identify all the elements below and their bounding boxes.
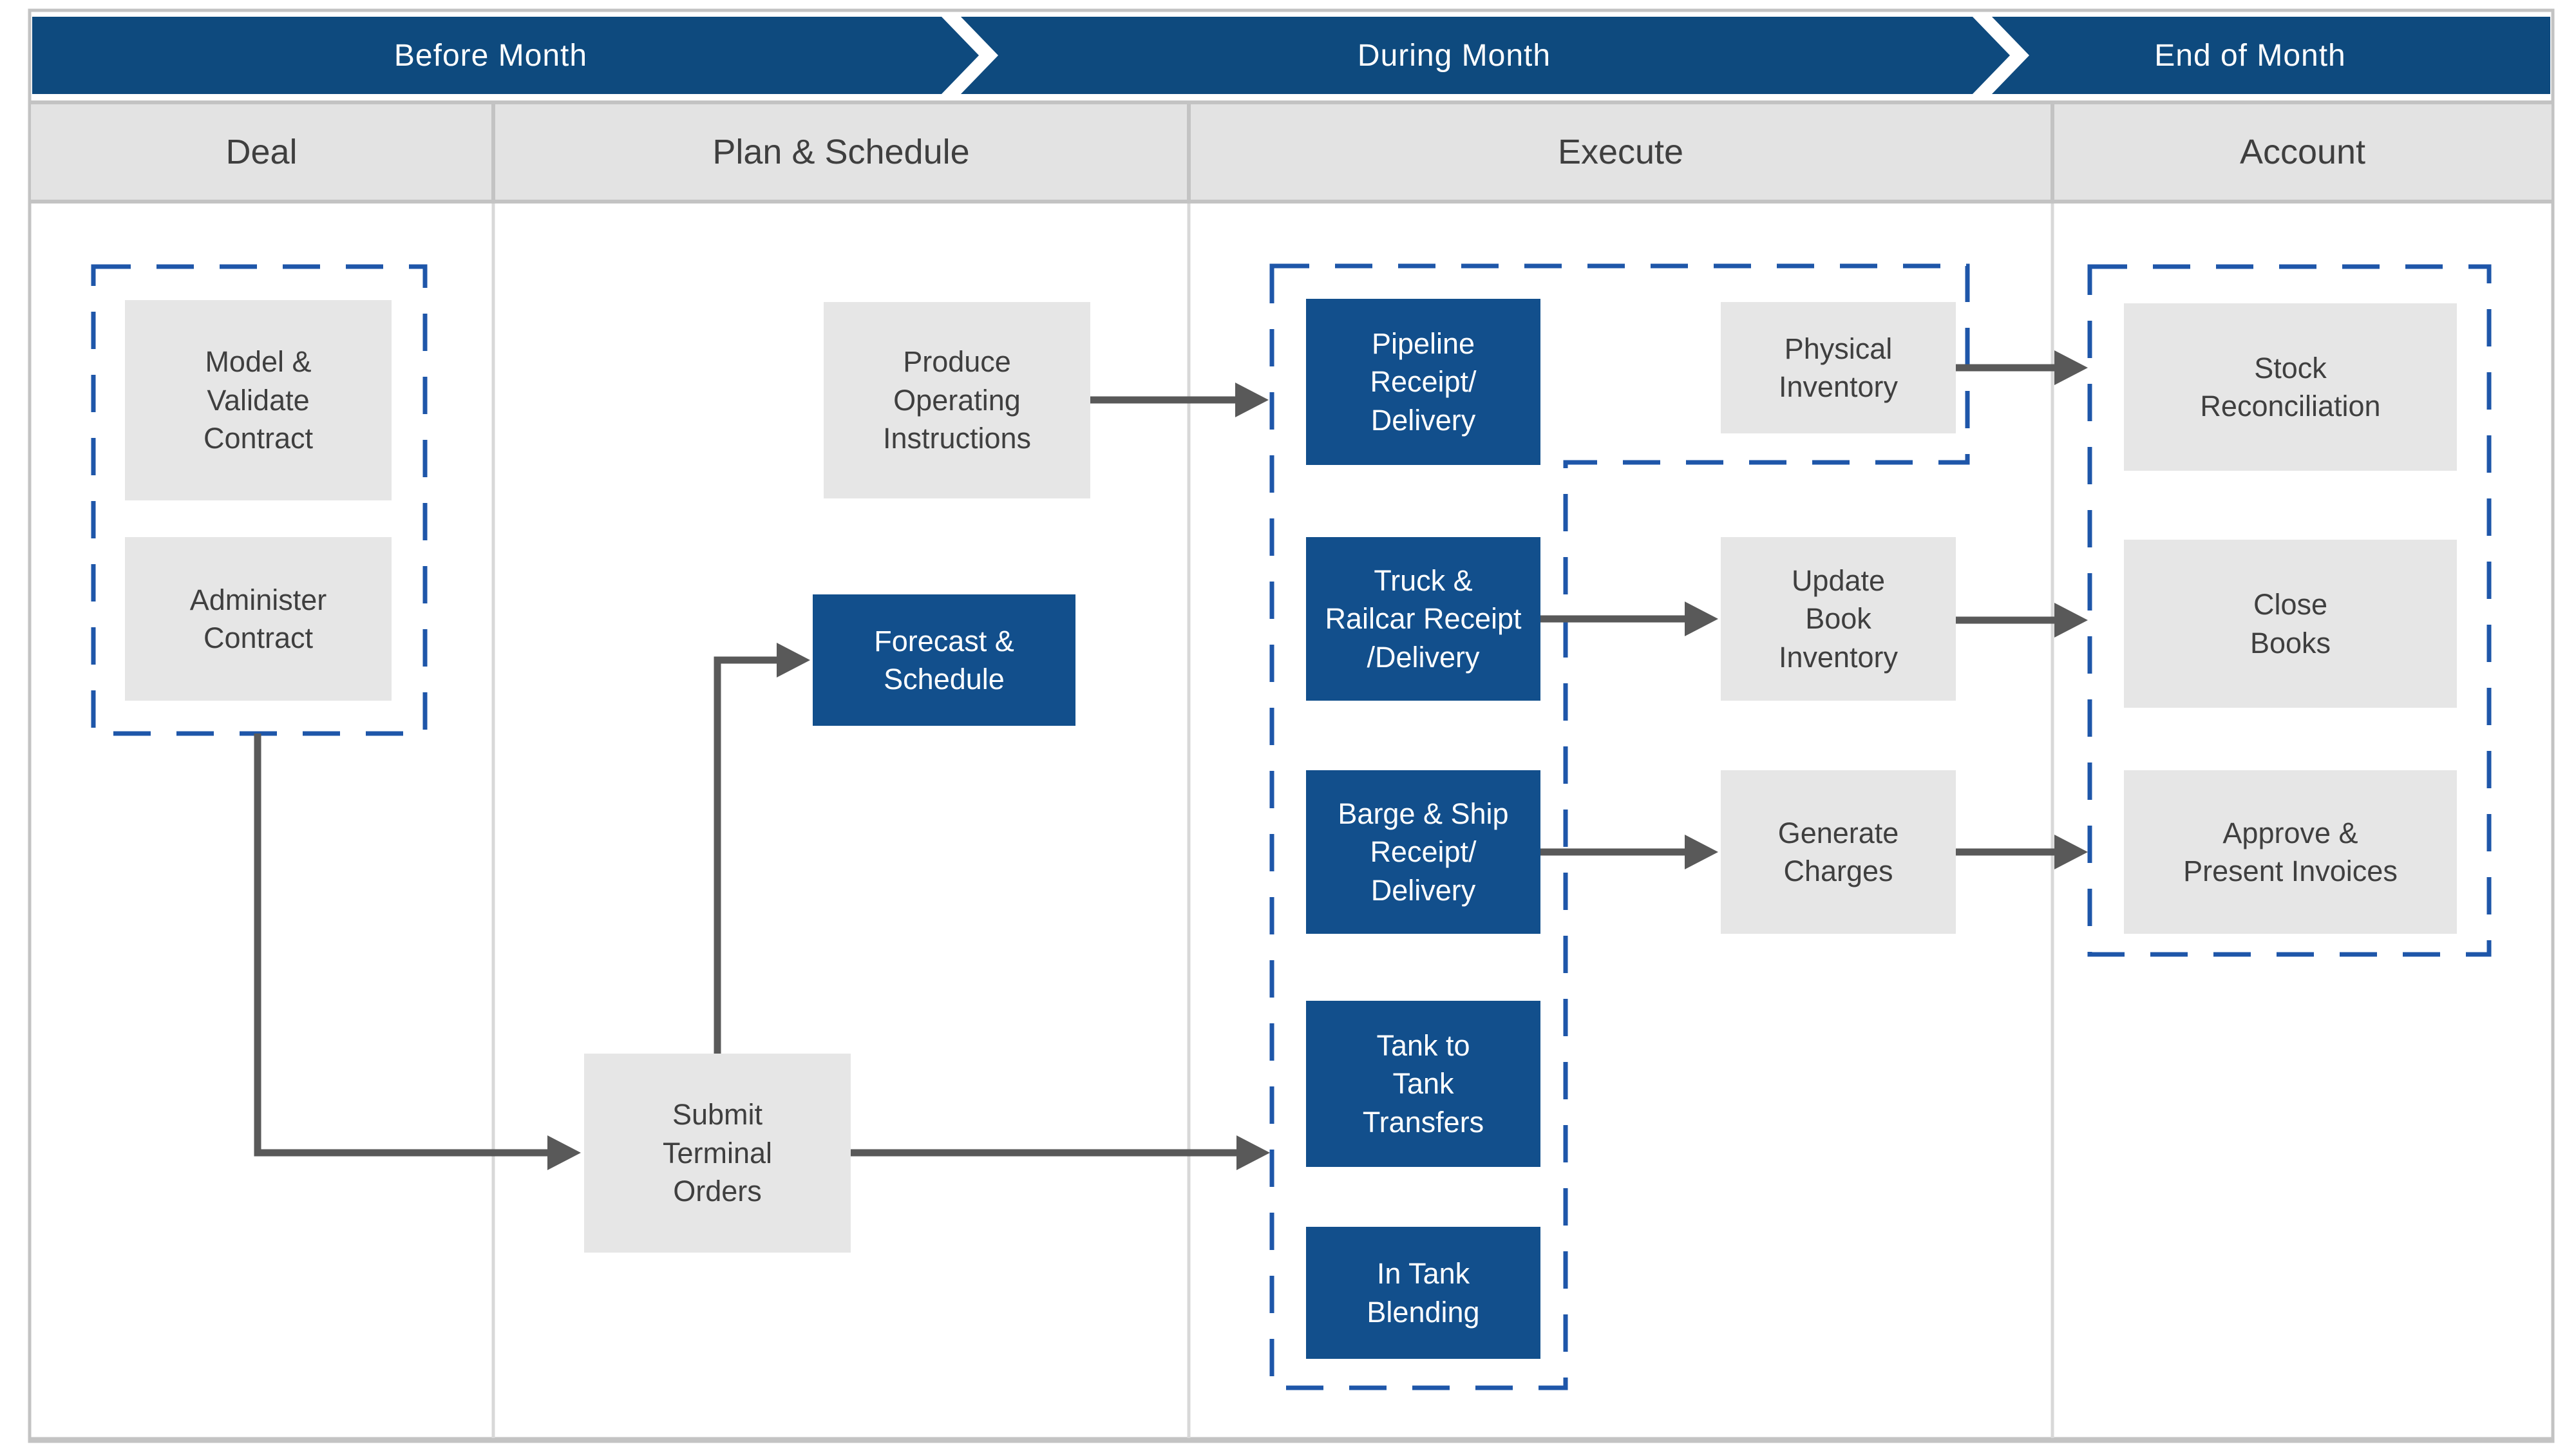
column-header-execute: Execute	[1191, 104, 2050, 200]
arrow-deal-to-submit	[254, 734, 581, 1170]
account-group-outline	[2087, 264, 2492, 957]
execute-group-outline	[1269, 263, 1970, 1390]
phase-segment-end-of-month	[1992, 17, 2550, 94]
box-generate-charges: Generate Charges	[1721, 770, 1956, 934]
phase-banner	[32, 17, 2550, 94]
box-close-books: Close Books	[2124, 540, 2457, 708]
box-tank-to-tank-transfers: Tank to Tank Transfers	[1306, 1001, 1540, 1167]
box-truck-railcar-receipt-delivery: Truck & Railcar Receipt /Delivery	[1306, 537, 1540, 701]
box-administer-contract: Administer Contract	[125, 537, 392, 701]
box-approve-present-invoices: Approve & Present Invoices	[2124, 770, 2457, 934]
box-produce-operating-instructions: Produce Operating Instructions	[824, 302, 1090, 498]
column-header-plan-schedule: Plan & Schedule	[495, 104, 1187, 200]
box-forecast-schedule: Forecast & Schedule	[813, 594, 1075, 726]
column-header-deal: Deal	[32, 104, 491, 200]
outer-border	[28, 8, 2555, 1443]
arrow-update-book-to-close-books	[1956, 603, 2088, 638]
arrow-submit-to-forecast	[714, 643, 810, 1054]
phase-segment-before-month	[32, 17, 979, 94]
phase-label-end-of-month: End of Month	[2154, 38, 2346, 73]
column-header-account: Account	[2054, 104, 2551, 200]
phase-label-during-month: During Month	[1357, 38, 1551, 73]
arrow-submit-to-execute-group	[851, 1135, 1270, 1170]
arrow-physical-to-stock	[1956, 350, 2088, 385]
arrow-produce-to-pipeline	[1090, 383, 1269, 417]
box-barge-ship-receipt-delivery: Barge & Ship Receipt/ Delivery	[1306, 770, 1540, 934]
flow-arrows	[254, 350, 2088, 1170]
box-stock-reconciliation: Stock Reconciliation	[2124, 303, 2457, 471]
table-frame	[28, 8, 2555, 1443]
arrow-generate-to-approve	[1956, 835, 2088, 869]
phase-segment-during-month	[961, 17, 2010, 94]
arrow-barge-to-generate-charges	[1540, 835, 1718, 869]
box-update-book-inventory: Update Book Inventory	[1721, 537, 1956, 701]
box-in-tank-blending: In Tank Blending	[1306, 1227, 1540, 1359]
phase-label-before-month: Before Month	[393, 38, 588, 73]
box-model-validate-contract: Model & Validate Contract	[125, 300, 392, 500]
box-physical-inventory: Physical Inventory	[1721, 302, 1956, 433]
arrow-truck-to-update-book	[1540, 601, 1718, 636]
box-pipeline-receipt-delivery: Pipeline Receipt/ Delivery	[1306, 299, 1540, 465]
box-submit-terminal-orders: Submit Terminal Orders	[584, 1054, 851, 1253]
